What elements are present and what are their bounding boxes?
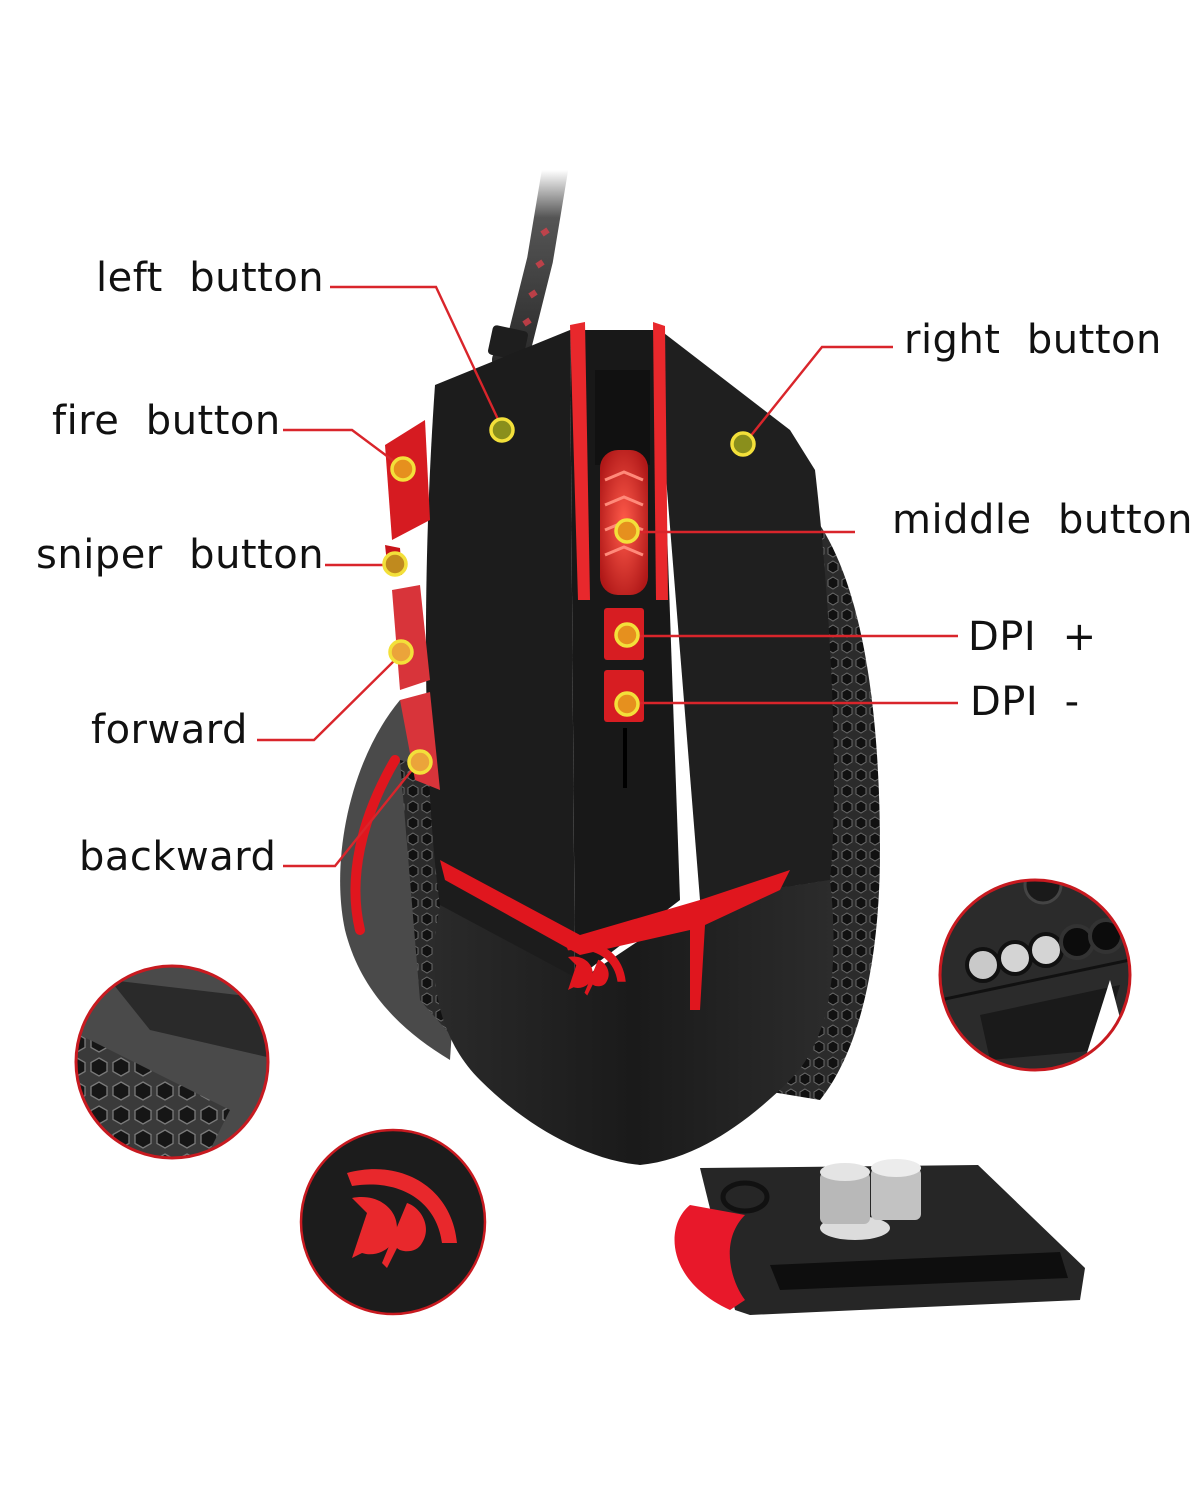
label-right-button: right button xyxy=(904,317,1162,363)
marker-dpi-plus xyxy=(614,622,640,648)
weight-tray xyxy=(674,1159,1085,1315)
label-backward: backward xyxy=(79,834,277,880)
label-middle-button: middle button xyxy=(892,497,1193,543)
label-fire-button: fire button xyxy=(52,398,281,444)
mouse-logo-icon xyxy=(565,941,626,996)
label-forward: forward xyxy=(91,707,248,753)
marker-fire-button xyxy=(390,456,416,482)
label-dpi-minus: DPI - xyxy=(970,679,1080,725)
forward-key xyxy=(392,585,430,690)
marker-left-button xyxy=(489,417,515,443)
marker-forward xyxy=(388,639,414,665)
label-left-button: left button xyxy=(96,255,325,301)
red-accent-y xyxy=(440,860,790,1010)
marker-backward xyxy=(407,749,433,775)
mouse-palm-rest xyxy=(434,880,834,1165)
mouse-cable xyxy=(488,157,568,373)
leader-lines xyxy=(257,285,958,868)
inset-logo xyxy=(299,1128,487,1316)
inset-weight-slots xyxy=(938,878,1132,1072)
marker-right-button xyxy=(730,431,756,457)
markers xyxy=(382,417,756,775)
label-sniper-button: sniper button xyxy=(36,532,325,578)
brand-logo-icon xyxy=(347,1169,457,1268)
tray-red-clip xyxy=(674,1205,745,1310)
marker-dpi-minus xyxy=(614,691,640,717)
marker-middle-button xyxy=(614,518,640,544)
label-dpi-plus: DPI + xyxy=(968,614,1097,660)
inset-grip-texture xyxy=(74,964,270,1160)
marker-sniper-button xyxy=(382,551,408,577)
